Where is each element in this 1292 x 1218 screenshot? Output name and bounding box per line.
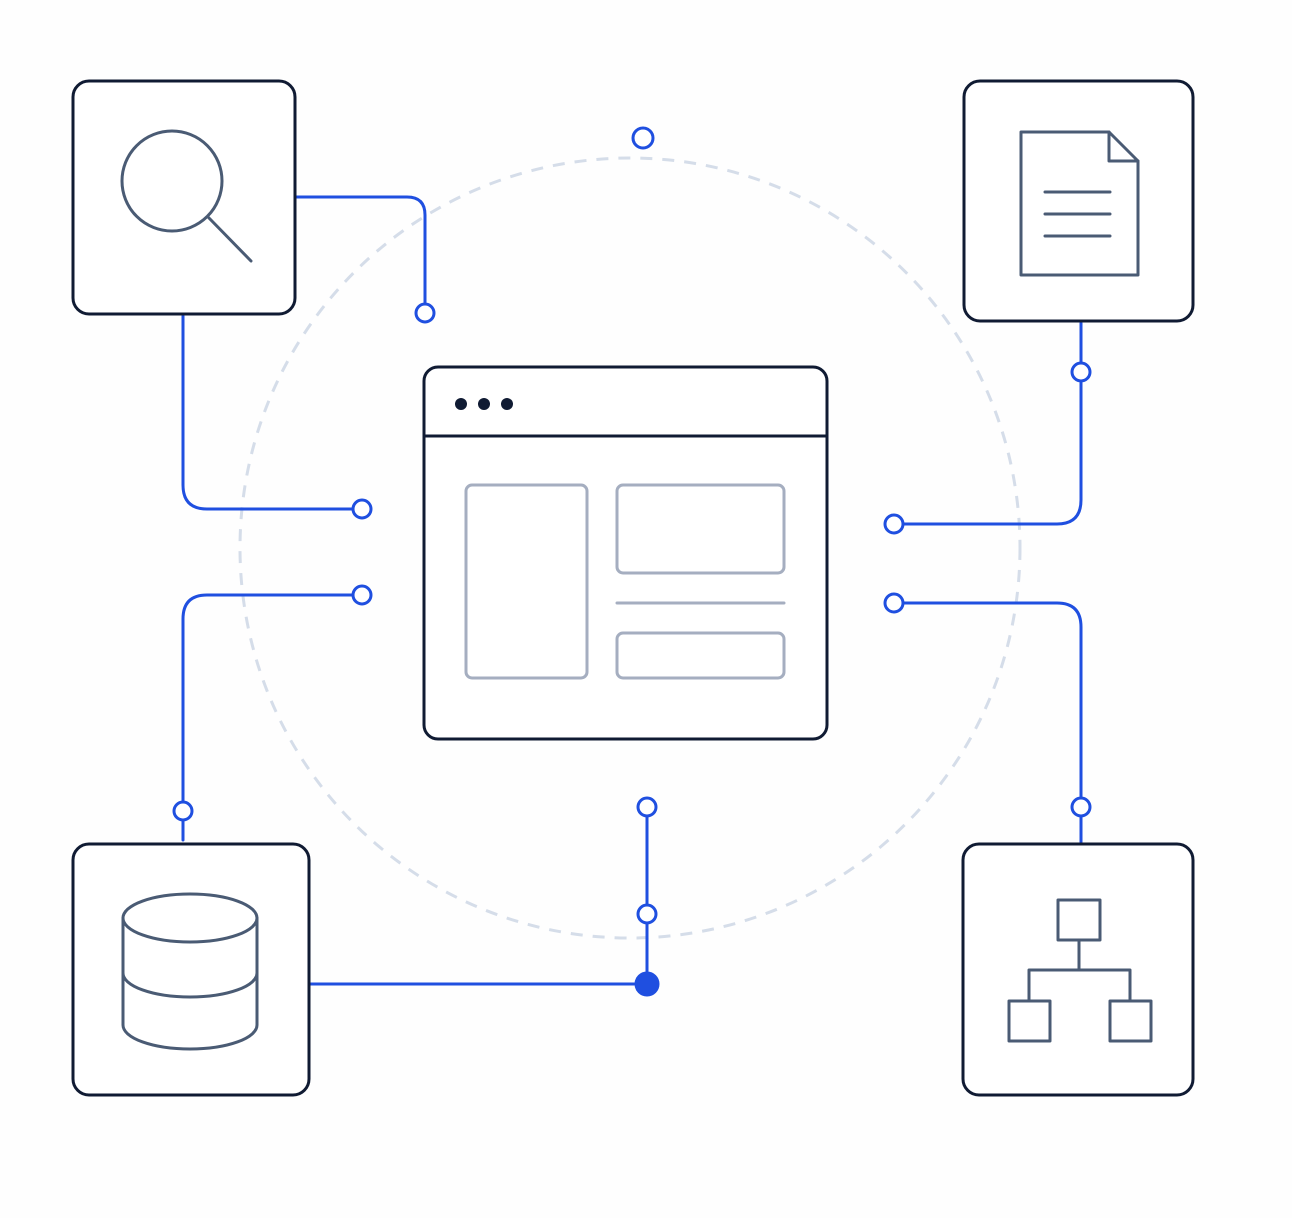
tile-document	[962, 79, 1195, 323]
node-search-top	[414, 302, 436, 324]
magnifying-glass-icon	[120, 129, 253, 263]
node-database-top	[172, 800, 194, 822]
connector-nodes	[172, 126, 1092, 997]
window-dot-2	[478, 398, 490, 410]
node-bottom-junction	[634, 971, 660, 997]
connector-search-top	[294, 195, 427, 307]
tile-database	[71, 842, 311, 1097]
node-document-bottom	[1070, 361, 1092, 383]
connector-database-center	[181, 593, 357, 842]
tile-database-frame	[71, 842, 311, 1097]
window-dot-1	[455, 398, 467, 410]
panel-left	[464, 483, 589, 680]
tile-hierarchy	[961, 842, 1195, 1097]
connector-hierarchy-center	[899, 601, 1083, 844]
node-bottom-middle	[636, 903, 658, 925]
node-orbit-top	[631, 126, 655, 150]
database-icon	[121, 892, 259, 1051]
node-hierarchy-top	[1070, 796, 1092, 818]
connector-document-center	[899, 321, 1083, 526]
orbit-ring	[238, 156, 1022, 940]
node-bottom-upper	[636, 796, 658, 818]
node-center-right-upper	[883, 513, 905, 535]
org-chart-icon	[1007, 898, 1153, 1043]
connectors	[181, 195, 1083, 986]
browser-window-icon	[422, 365, 829, 741]
node-center-left-lower	[351, 584, 373, 606]
connector-search-center	[181, 314, 357, 511]
window-dot-3	[501, 398, 513, 410]
node-center-left-upper	[351, 498, 373, 520]
panel-top-right	[615, 483, 786, 575]
document-icon	[1019, 130, 1140, 277]
tile-search-frame	[71, 79, 297, 316]
panel-bottom-right	[615, 631, 786, 680]
node-center-right-lower	[883, 592, 905, 614]
tile-search	[71, 79, 297, 316]
